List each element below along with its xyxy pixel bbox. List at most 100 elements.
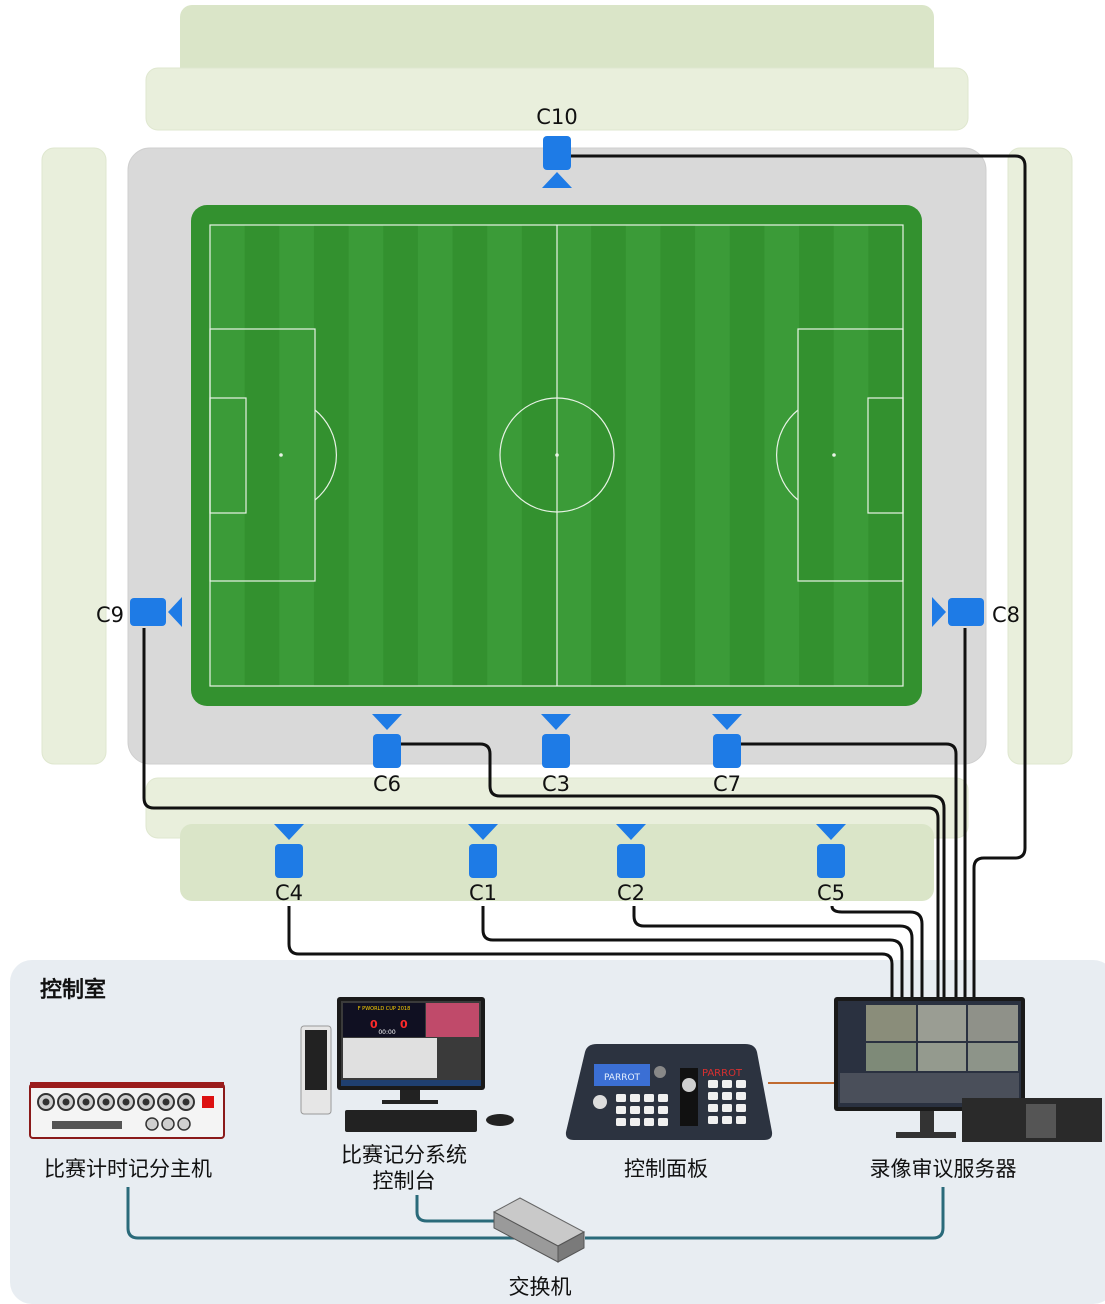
camera-body: [542, 734, 570, 768]
cable-c1: [481, 906, 904, 1000]
stands: [41, 5, 1073, 901]
video-tile-5: [918, 1043, 966, 1071]
host-connector-pin: [42, 1098, 50, 1106]
camera-lens: [541, 714, 571, 730]
camera-c9: C9: [96, 597, 182, 627]
panel-key: [722, 1080, 732, 1088]
switch-side: [557, 1231, 585, 1263]
pitch-stripe: [833, 225, 869, 686]
panel-joystick-knob: [682, 1078, 696, 1092]
pitch-stripe: [348, 225, 384, 686]
host-aux-connector: [161, 1117, 175, 1131]
panel-key: [644, 1106, 654, 1114]
panel-key: [736, 1104, 746, 1112]
camera-label: C2: [617, 881, 645, 905]
panel-keys: [593, 1066, 746, 1126]
timer-host-label: 比赛计时记分主机: [44, 1157, 212, 1181]
camera-c2: C2: [616, 824, 646, 905]
right-penalty-arc: [776, 409, 799, 501]
camera-body: [948, 598, 984, 626]
left-penalty-arc: [314, 409, 337, 501]
stand-bottom-outer: [180, 824, 934, 901]
camera-body: [617, 844, 645, 878]
cable-c10: [571, 154, 1027, 1000]
stand-top-inner: [145, 67, 969, 131]
pitch-stripe: [625, 225, 661, 686]
panel-key: [658, 1106, 668, 1114]
camera-label: C5: [817, 881, 845, 905]
video-tile-3: [968, 1005, 1018, 1041]
camera-label: C10: [536, 105, 577, 129]
host-power-switch: [202, 1096, 214, 1108]
panel-key: [630, 1118, 640, 1126]
camera-lens: [616, 824, 646, 840]
camera-c4: C4: [274, 824, 304, 905]
camera-lens: [168, 597, 182, 627]
pitch-stripe: [279, 225, 314, 686]
panel-key: [644, 1118, 654, 1126]
host-top-strip: [30, 1082, 224, 1088]
camera-label: C6: [373, 772, 401, 796]
host-connector-pin: [162, 1098, 170, 1106]
camera-c10: C10: [536, 105, 578, 188]
camera-lens: [274, 824, 304, 840]
host-chassis: [29, 1083, 225, 1139]
camera-c3: C3: [541, 714, 571, 796]
camera-c8: C8: [932, 597, 1020, 627]
camera-lens: [468, 824, 498, 840]
net-cable-console: [415, 1195, 500, 1223]
camera-c5: C5: [816, 824, 846, 905]
camera-label: C7: [713, 772, 741, 796]
panel-key: [722, 1116, 732, 1124]
taskbar: [341, 1080, 481, 1086]
panel-key: [616, 1118, 626, 1126]
football-pitch: [191, 205, 922, 706]
camera-lens: [816, 824, 846, 840]
control-panel-device: PARROT PARROT: [565, 1044, 773, 1140]
camera-lens: [372, 714, 402, 730]
camera-label: C1: [469, 881, 497, 905]
panel-key: [644, 1094, 654, 1102]
camera-body: [543, 136, 571, 170]
camera-body: [713, 734, 741, 768]
host-ports-row: [52, 1121, 122, 1129]
camera-body: [275, 844, 303, 878]
panel-key: [658, 1094, 668, 1102]
control-panel-label: 控制面板: [624, 1157, 708, 1181]
pitch-stripe: [417, 225, 453, 686]
control-room-area: [10, 960, 1105, 1304]
panel-key: [736, 1116, 746, 1124]
panel-knob: [654, 1066, 666, 1078]
panel-lcd-text: PARROT: [604, 1073, 641, 1083]
network-cables: [126, 1082, 945, 1240]
server-monitor-stand: [920, 1111, 934, 1133]
scoreboard-home-score: 0: [370, 1018, 378, 1031]
monitor-base: [382, 1100, 438, 1104]
pitch-stripe: [764, 225, 800, 686]
console-form-area: [343, 1038, 437, 1078]
panel-key: [630, 1094, 640, 1102]
panel-key: [658, 1118, 668, 1126]
switch-label: 交换机: [509, 1275, 572, 1299]
camera-body: [130, 598, 166, 626]
panel-key: [722, 1092, 732, 1100]
camera-body: [817, 844, 845, 878]
scoreboard-away-score: 0: [400, 1018, 408, 1031]
camera-label: C3: [542, 772, 570, 796]
cable-c5: [830, 905, 924, 1000]
mouse: [486, 1114, 514, 1126]
host-connector-pin: [182, 1098, 190, 1106]
panel-brand: PARROT: [702, 1068, 743, 1079]
video-tile-1: [866, 1005, 916, 1041]
host-connector-pin: [142, 1098, 150, 1106]
panel-key: [616, 1094, 626, 1102]
right-penalty-spot: [832, 453, 836, 457]
panel-key: [708, 1080, 718, 1088]
cable-c2: [632, 906, 914, 1000]
camera-body: [469, 844, 497, 878]
server-tower: [962, 1098, 1026, 1142]
host-connectors: [37, 1093, 195, 1131]
panel-key: [722, 1104, 732, 1112]
network-switch: [492, 1197, 586, 1263]
